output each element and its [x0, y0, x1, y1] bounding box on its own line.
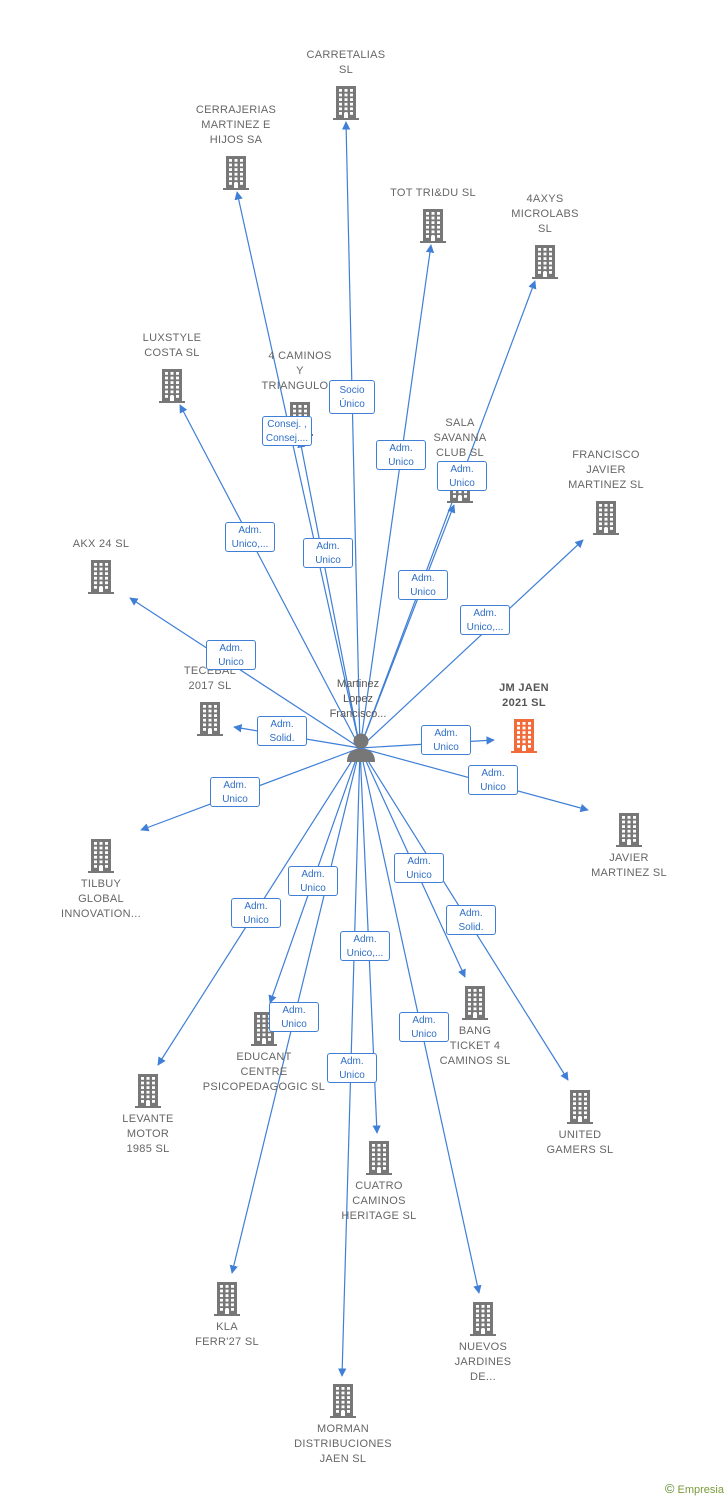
edge-label-socio-unico[interactable]: Socio Único — [329, 380, 375, 414]
node-javier-martinez[interactable]: JAVIER MARTINEZ SL — [554, 851, 704, 881]
node-label: TILBUY GLOBAL INNOVATION... — [61, 878, 141, 920]
edge-label-francisco-javier[interactable]: Adm. Unico,... — [460, 605, 510, 635]
node-levante-motor[interactable]: LEVANTE MOTOR 1985 SL — [73, 1112, 223, 1157]
building-icon[interactable] — [460, 984, 490, 1020]
edge-label-nuevos-jardines[interactable]: Adm. Unico — [399, 1012, 449, 1042]
node-morman[interactable]: MORMAN DISTRIBUCIONES JAEN SL — [268, 1422, 418, 1467]
edge-label-bang-ticket[interactable]: Adm. Unico — [394, 853, 444, 883]
edge-carretalias — [341, 121, 361, 749]
node-4axys[interactable]: 4AXYS MICROLABS SL — [470, 192, 620, 237]
node-label: 4 CAMINOS Y TRIANGULO... — [261, 350, 339, 392]
node-cuatro-caminos[interactable]: CUATRO CAMINOS HERITAGE SL — [304, 1179, 454, 1224]
node-label: 4AXYS MICROLABS SL — [511, 193, 579, 235]
node-label: UNITED GAMERS SL — [546, 1129, 614, 1156]
edge-label-cerrajerias[interactable]: Consej. , Consej.... — [262, 416, 312, 446]
node-4caminos[interactable]: 4 CAMINOS Y TRIANGULO... — [225, 349, 375, 394]
node-francisco-javier[interactable]: FRANCISCO JAVIER MARTINEZ SL — [531, 448, 681, 493]
edge-label-tot-tridu[interactable]: Adm. Unico — [376, 440, 426, 470]
building-icon[interactable] — [86, 558, 116, 594]
node-cerrajerias[interactable]: CERRAJERIAS MARTINEZ E HIJOS SA — [161, 103, 311, 148]
node-sala-savanna[interactable]: SALA SAVANNA CLUB SL — [385, 416, 535, 461]
edge-label-4axys[interactable]: Adm. Unico — [398, 570, 448, 600]
node-bang-ticket[interactable]: BANG TICKET 4 CAMINOS SL — [400, 1024, 550, 1069]
edge-label-levante-motor[interactable]: Adm. Unico — [231, 898, 281, 928]
edge-label-tecebal[interactable]: Adm. Solid. — [257, 716, 307, 746]
node-label: FRANCISCO JAVIER MARTINEZ SL — [568, 449, 644, 491]
building-icon[interactable] — [418, 207, 448, 243]
building-icon[interactable] — [133, 1072, 163, 1108]
building-icon[interactable] — [157, 367, 187, 403]
edge-label-jm-jaen[interactable]: Adm. Unico — [421, 725, 471, 755]
node-label: AKX 24 SL — [72, 538, 130, 550]
node-label: EDUCANT CENTRE PSICOPEDAGOGIC SL — [202, 1051, 326, 1093]
edge-label-morman[interactable]: Adm. Unico — [327, 1053, 377, 1083]
node-nuevos-jardines[interactable]: NUEVOS JARDINES DE... — [408, 1340, 558, 1385]
edge-label-kla-ferr[interactable]: Adm. Unico — [288, 866, 338, 896]
person-icon[interactable] — [344, 732, 378, 762]
node-tot-tridu[interactable]: TOT TRI&DU SL — [358, 186, 508, 201]
edge-label-united-gamers[interactable]: Adm. Solid. — [446, 905, 496, 935]
edge-4caminos — [297, 439, 361, 749]
node-label: CUATRO CAMINOS HERITAGE SL — [341, 1180, 417, 1222]
building-icon[interactable] — [614, 811, 644, 847]
building-icon[interactable] — [331, 84, 361, 120]
node-label: JAVIER MARTINEZ SL — [591, 852, 667, 879]
edge-akx24 — [129, 597, 361, 749]
edge-label-javier-martinez[interactable]: Adm. Unico — [468, 765, 518, 795]
edge-label-tilbuy[interactable]: Adm. Unico — [210, 777, 260, 807]
node-akx24[interactable]: AKX 24 SL — [26, 537, 176, 552]
edge-label-luxstyle[interactable]: Adm. Unico,... — [225, 522, 275, 552]
edge-tot-tridu — [359, 244, 435, 749]
building-icon[interactable] — [565, 1088, 595, 1124]
edge-francisco-javier — [359, 539, 584, 749]
edge-cerrajerias — [234, 191, 361, 749]
node-carretalias[interactable]: CARRETALIAS SL — [271, 48, 421, 78]
node-label: SALA SAVANNA CLUB SL — [433, 417, 487, 459]
building-icon[interactable] — [195, 700, 225, 736]
node-luxstyle[interactable]: LUXSTYLE COSTA SL — [97, 331, 247, 361]
node-label: BANG TICKET 4 CAMINOS SL — [439, 1025, 511, 1067]
node-jm-jaen[interactable]: JM JAEN 2021 SL — [449, 681, 599, 711]
edge-label-cuatro-caminos[interactable]: Adm. Unico,... — [340, 931, 390, 961]
node-label: JM JAEN 2021 SL — [499, 682, 549, 709]
building-icon[interactable] — [591, 499, 621, 535]
building-icon[interactable] — [221, 154, 251, 190]
node-kla-ferr[interactable]: KLA FERR'27 SL — [152, 1320, 302, 1350]
center-person-label[interactable]: Martinez Lopez Francisco... — [329, 678, 387, 720]
building-icon[interactable] — [509, 717, 539, 753]
building-icon[interactable] — [468, 1300, 498, 1336]
building-icon[interactable] — [328, 1382, 358, 1418]
building-icon[interactable] — [86, 837, 116, 873]
node-educant[interactable]: EDUCANT CENTRE PSICOPEDAGOGIC SL — [189, 1050, 339, 1095]
building-icon[interactable] — [364, 1139, 394, 1175]
building-icon[interactable] — [212, 1280, 242, 1316]
building-icon[interactable] — [530, 243, 560, 279]
node-label: MORMAN DISTRIBUCIONES JAEN SL — [294, 1423, 392, 1465]
brand-logo[interactable]: Empresia — [677, 1484, 724, 1496]
edge-4axys — [359, 280, 537, 749]
node-label: LEVANTE MOTOR 1985 SL — [122, 1113, 174, 1155]
footer-brand: © Empresia — [665, 1481, 724, 1496]
edge-sala-savanna — [359, 504, 456, 749]
edge-luxstyle — [179, 404, 361, 749]
edge-label-educant[interactable]: Adm. Unico — [269, 1002, 319, 1032]
edge-label-4caminos[interactable]: Adm. Unico — [303, 538, 353, 568]
copyright-icon: © — [664, 1481, 675, 1496]
node-label: KLA FERR'27 SL — [195, 1321, 259, 1348]
node-label: TOT TRI&DU SL — [390, 187, 476, 199]
node-label: NUEVOS JARDINES DE... — [454, 1341, 512, 1383]
node-tilbuy[interactable]: TILBUY GLOBAL INNOVATION... — [26, 877, 176, 922]
node-label: CARRETALIAS SL — [306, 49, 386, 76]
node-label: CERRAJERIAS MARTINEZ E HIJOS SA — [195, 104, 277, 146]
node-united-gamers[interactable]: UNITED GAMERS SL — [505, 1128, 655, 1158]
edge-label-sala-savanna[interactable]: Adm. Unico — [437, 461, 487, 491]
node-label: LUXSTYLE COSTA SL — [142, 332, 202, 359]
edge-label-akx24[interactable]: Adm. Unico — [206, 640, 256, 670]
